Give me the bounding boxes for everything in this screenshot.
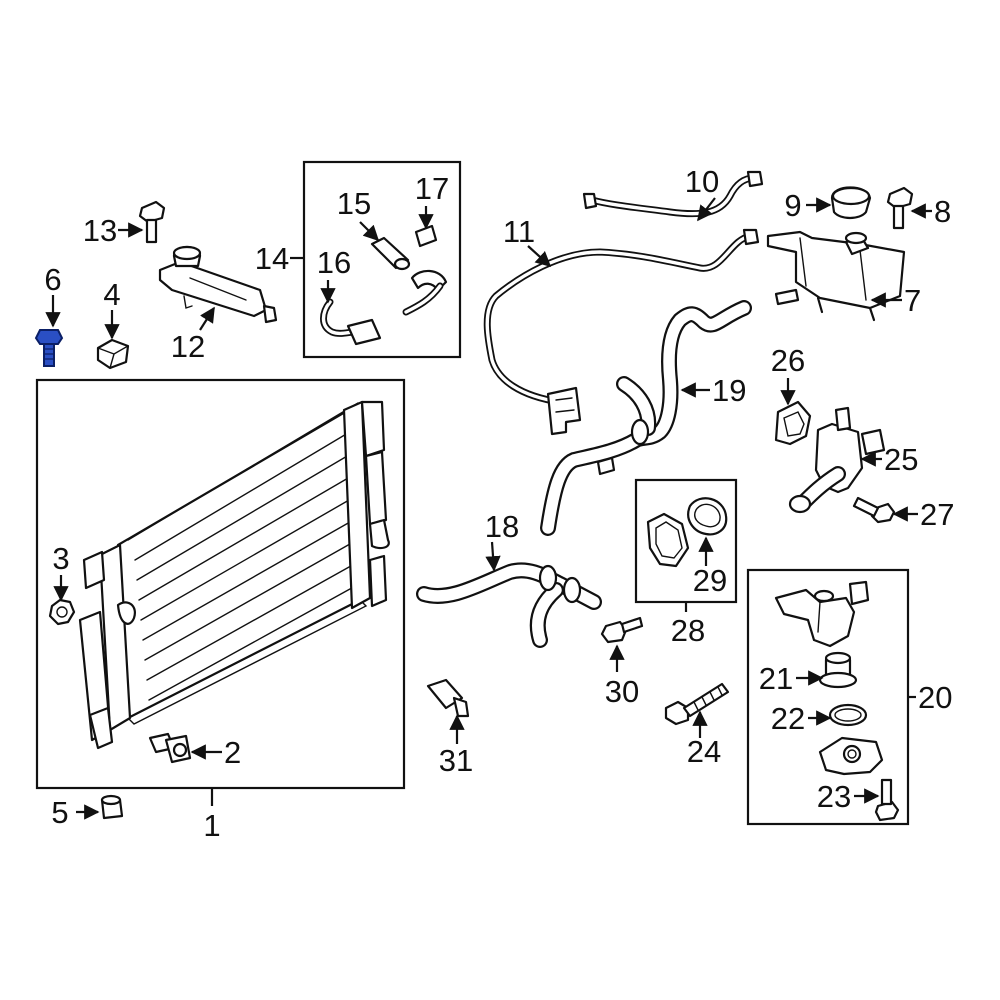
coolant-sensor[interactable] [426,678,470,718]
callout-5: 5 [51,795,68,830]
callout-7: 7 [904,283,921,318]
radiator[interactable] [78,400,390,750]
callout-23: 23 [817,779,851,814]
callout-1: 1 [203,808,220,843]
long-bolt[interactable] [664,682,730,726]
callout-29: 29 [693,563,727,598]
callout-31: 31 [439,743,473,778]
callout-28: 28 [671,613,705,648]
mount-bushing[interactable] [100,794,124,820]
callout-6: 6 [44,262,61,297]
callout-17: 17 [415,171,449,206]
thermostat-cover[interactable] [818,736,884,776]
callout-3: 3 [52,541,69,576]
hose-bracket-bolt[interactable] [600,616,644,644]
callout-19: 19 [712,373,746,408]
reservoir-bolt[interactable] [886,186,914,230]
callout-21: 21 [759,661,793,696]
vent-hose[interactable] [582,170,764,218]
hose-connector[interactable] [370,236,411,271]
bypass-hose[interactable] [320,298,382,346]
cover-bolt[interactable] [874,778,900,822]
radiator-group-box [35,378,406,790]
gasket[interactable] [646,512,690,568]
o-ring-seal[interactable] [828,703,868,727]
callout-30: 30 [605,674,639,709]
lower-radiator-hose[interactable] [416,562,602,648]
outlet-bolt[interactable] [852,496,896,524]
upper-radiator-hose[interactable] [540,300,752,536]
outlet-gasket[interactable] [774,400,812,446]
reservoir-hose-kit-box [302,160,462,359]
leader-lines [45,197,932,820]
callout-9: 9 [784,188,801,223]
temperature-sensor[interactable] [148,732,192,764]
callout-20: 20 [918,680,952,715]
callout-14: 14 [255,241,289,276]
callout-22: 22 [771,701,805,736]
callout-26: 26 [771,343,805,378]
callout-4: 4 [103,277,120,312]
thermostat-housing[interactable] [774,580,870,648]
callout-8: 8 [934,194,951,229]
reservoir-cap[interactable] [830,186,872,220]
callout-25: 25 [884,442,918,477]
callout-10: 10 [685,164,719,199]
bottle-bolt[interactable] [138,200,166,244]
callout-numbers: 1 2 3 4 5 6 7 8 9 10 11 12 13 14 15 16 1… [44,164,954,843]
callout-13: 13 [83,213,117,248]
callout-2: 2 [224,735,241,770]
radiator-bolt-highlighted[interactable] [34,329,64,367]
seal-ring[interactable] [687,497,728,536]
callout-15: 15 [337,186,371,221]
thermostat[interactable] [818,651,858,689]
callout-24: 24 [687,734,721,769]
callout-18: 18 [485,509,519,544]
grommet-nut[interactable] [48,598,76,626]
callout-12: 12 [171,329,205,364]
water-outlet[interactable] [788,406,886,514]
retainer-clip[interactable] [96,338,130,370]
callout-11: 11 [503,214,535,249]
degas-bottle[interactable] [158,245,278,324]
hose-clamp[interactable] [402,224,448,316]
callout-16: 16 [317,245,351,280]
callout-27: 27 [920,497,954,532]
coolant-reservoir[interactable] [766,230,906,322]
